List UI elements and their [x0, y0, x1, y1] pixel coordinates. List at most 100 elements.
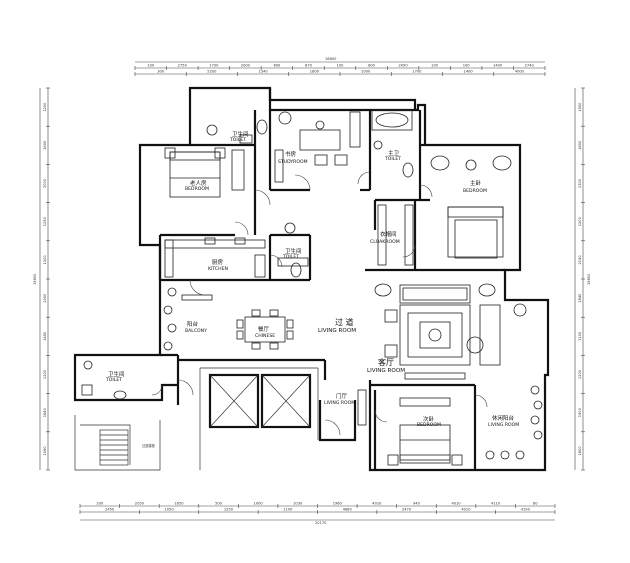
furniture	[81, 109, 543, 466]
label-study-en: STUDYROOM	[278, 159, 308, 165]
label-foyer-en: LIVING ROOM	[324, 400, 355, 406]
dim-right-total: 15800	[587, 273, 591, 285]
right-dimensions: 1500180013001200215018401100120019001800…	[574, 87, 591, 471]
dim-segment-label: 1050	[164, 508, 174, 512]
dim-segment-label: 1200	[43, 102, 47, 112]
dim-segment-label: 1900	[578, 407, 582, 417]
dim-segment-label: 1500	[578, 102, 582, 112]
dim-segment-label: 5200	[207, 70, 217, 74]
dim-segment-label: 4000	[515, 70, 525, 74]
dim-segment-label: 80	[533, 502, 538, 506]
dim-segment-label: 870	[305, 64, 313, 68]
label-guest-bath-cn: 卫生间	[285, 247, 302, 255]
dim-segment-label: 1100	[578, 331, 582, 341]
label-balcony-en: BALCONY	[185, 328, 207, 334]
dim-segment-label: 1250	[43, 216, 47, 226]
dim-segment-label: 1000	[254, 502, 264, 506]
label-bath-sw-cn: 卫生间	[108, 370, 125, 378]
dim-segment-label: 1600	[43, 140, 47, 150]
dim-segment-label: 1650	[174, 502, 184, 506]
stair	[99, 429, 129, 466]
dim-segment-label: 4010	[372, 502, 382, 506]
label-leisure-balcony-en: LIVING ROOM	[488, 422, 519, 428]
label-corridor-en: LIVING ROOM	[318, 328, 356, 334]
label-master-bath-en: TOILET	[384, 156, 401, 162]
dim-segment-label: 1300	[43, 255, 47, 265]
doors	[151, 171, 488, 436]
dim-segment-label: 4680	[343, 508, 353, 512]
dim-segment-label: 1800	[310, 70, 320, 74]
dim-segment-label: 3000	[43, 178, 47, 188]
dim-segment-label: 1400	[493, 64, 503, 68]
label-foyer-cn: 门厅	[336, 392, 348, 400]
dim-segment-label: 1200	[43, 369, 47, 379]
label-bath-nw-en: TOILET	[229, 137, 246, 143]
dim-segment-label: 1700	[209, 64, 219, 68]
exterior-walls	[73, 86, 550, 472]
dim-segment-label: 4110	[491, 502, 501, 506]
dim-segment-label: 2000	[43, 293, 47, 303]
dim-segment-label: 1200	[578, 216, 582, 226]
dim-segment-label: 4010	[451, 502, 461, 506]
dim-segment-label: 2750	[178, 64, 188, 68]
dim-segment-label: 1840	[578, 293, 582, 303]
dim-segment-label: 2740	[525, 64, 535, 68]
label-master-bath-cn: 主卫	[388, 149, 400, 157]
dim-segment-label: 100	[147, 64, 155, 68]
label-guest-bath-en: TOILET	[282, 254, 299, 260]
dim-segment-label: 1800	[578, 446, 582, 456]
dim-segment-label: 4190	[521, 508, 531, 512]
dim-segment-label: 1250	[224, 508, 234, 512]
dim-segment-label: 600	[273, 64, 281, 68]
dim-segment-label: 2000	[241, 64, 251, 68]
label-balcony-cn: 阳台	[187, 320, 199, 328]
label-kitchen-cn: 厨房	[212, 258, 224, 266]
dim-segment-label: 2050	[135, 502, 145, 506]
dim-segment-label: 1060	[43, 446, 47, 456]
dim-segment-label: 300	[157, 70, 165, 74]
label-master-bed-cn: 主卧	[470, 179, 482, 187]
dim-segment-label: 1340	[259, 70, 269, 74]
label-master-bed-en: BEDROOM	[463, 188, 487, 194]
dim-segment-label: 100	[463, 64, 471, 68]
dim-top-total: 16600	[325, 57, 337, 61]
left-dimensions: 1200160030001250130020001450120016401060…	[33, 87, 50, 471]
label-dining-cn: 餐厅	[258, 325, 270, 333]
dim-segment-label: 1800	[578, 140, 582, 150]
dim-left-total: 15800	[33, 273, 37, 285]
dim-segment-label: 1960	[333, 502, 343, 506]
dim-segment-label: 2090	[398, 64, 408, 68]
dim-bottom-total: 20170	[315, 521, 327, 525]
dim-segment-label: 1190	[283, 508, 293, 512]
dim-segment-label: 4010	[461, 508, 471, 512]
label-dining-en: CHINESE	[255, 333, 275, 339]
label-corridor-cn: 过 道	[335, 317, 354, 327]
label-stair: 过道楼梯	[142, 443, 156, 448]
top-dimensions: 16600 100 2750 1700 2000 600 870 100 600 2090 100…	[134, 57, 546, 76]
elevator-shafts	[199, 367, 319, 470]
dim-segment-label: 100	[337, 64, 345, 68]
dim-segment-label: 600	[368, 64, 376, 68]
dim-segment-label: 2150	[578, 255, 582, 265]
dim-segment-label: 200	[96, 502, 104, 506]
dim-segment-label: 1000	[361, 70, 371, 74]
label-second-bed-cn: 次卧	[423, 415, 435, 423]
room-labels: 卫生间 TOILET 老人房 BEDROOM 书房 STUDYROOM 主卫 T…	[105, 130, 519, 448]
interior-walls	[158, 110, 505, 470]
label-study-cn: 书房	[285, 150, 297, 158]
dim-segment-label: 1640	[43, 407, 47, 417]
dim-segment-label: 1030	[293, 502, 303, 506]
label-cloakroom-en: CLOAKROOM	[370, 239, 400, 245]
dim-segment-label: 100	[431, 64, 439, 68]
label-living-cn: 客厅	[378, 357, 394, 367]
dim-segment-label: 1700	[412, 70, 422, 74]
label-living-en: LIVING ROOM	[367, 368, 405, 374]
dim-segment-label: 2470	[402, 508, 412, 512]
label-second-bed-en: BEDROOM	[417, 422, 441, 428]
label-elder-bed-en: BEDROOM	[185, 186, 209, 192]
label-bath-sw-en: TOILET	[105, 377, 122, 383]
label-kitchen-en: KITCHEN	[208, 266, 228, 272]
dim-segment-label: 500	[215, 502, 223, 506]
